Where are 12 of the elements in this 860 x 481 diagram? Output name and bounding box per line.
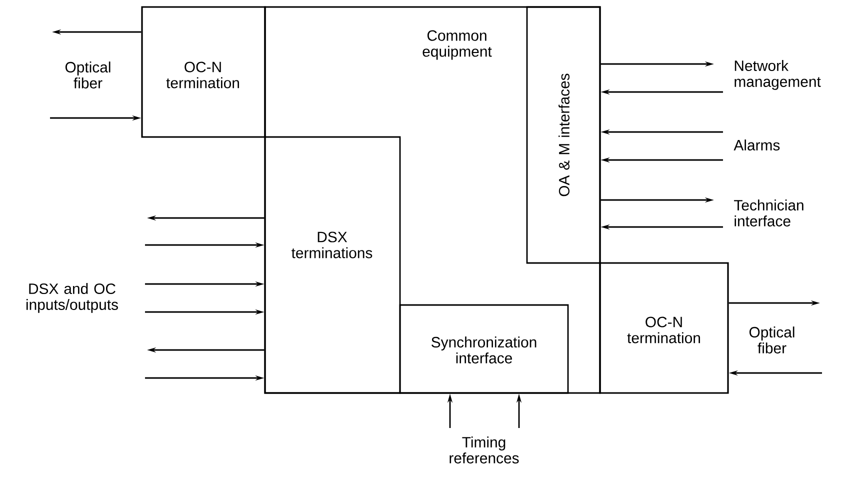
block-box: OC-N termination xyxy=(599,262,729,394)
signal-label: Network management xyxy=(734,60,821,90)
block-box: DSX terminations xyxy=(264,136,401,394)
signal-label: Optical fiber xyxy=(749,326,794,354)
block-box: OA & M interfaces xyxy=(526,6,601,264)
signal-label: Alarms xyxy=(734,140,780,150)
signal-label: Timing references xyxy=(450,436,519,464)
signal-label: Optical fiber xyxy=(65,62,110,88)
block-box: Synchronization interface xyxy=(399,304,569,394)
block-box: OC-N termination xyxy=(141,6,266,138)
signal-label: DSX and OC inputs/outputs xyxy=(26,283,118,313)
signal-label: Technician interface xyxy=(734,200,804,226)
